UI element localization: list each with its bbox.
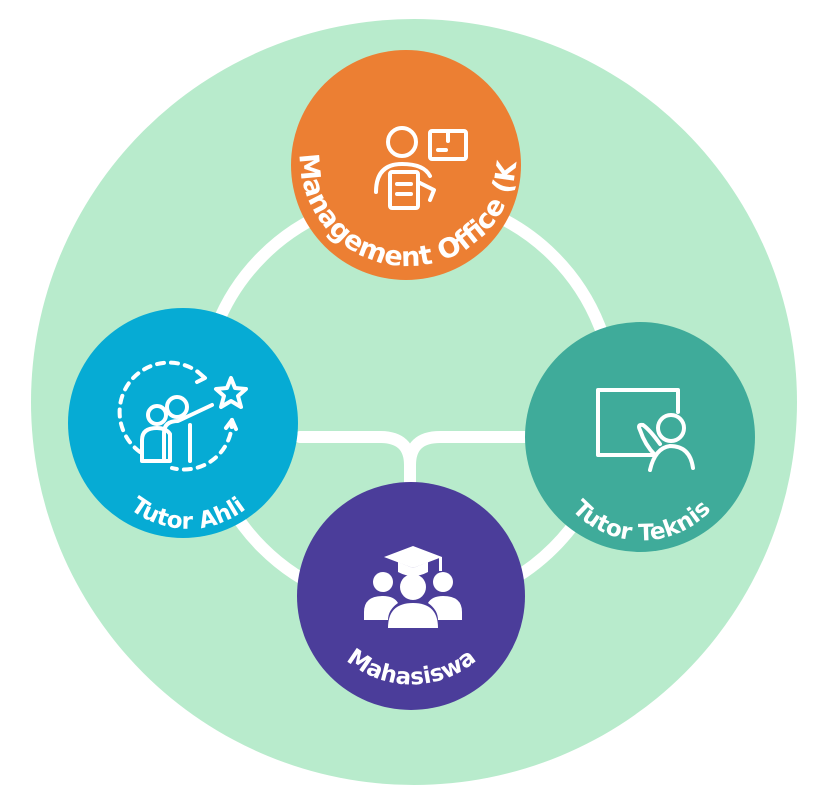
person-with-clipboard-and-box-icon — [374, 126, 468, 210]
node-mahasiswa: Mahasiswa — [297, 482, 525, 710]
mentor-pointing-to-star-icon — [117, 360, 248, 472]
students-group-with-graduation-cap-icon — [364, 546, 462, 628]
connector-center-link — [294, 431, 531, 496]
node-tutor-teknis: Tutor Teknis — [525, 322, 755, 552]
node-tutor-ahli: Tutor Ahli — [68, 308, 298, 538]
node-tutor-ahli-circle — [68, 308, 298, 538]
presenter-at-whiteboard-icon — [596, 388, 695, 472]
node-tutor-teknis-circle — [525, 322, 755, 552]
background-disc — [31, 19, 797, 785]
